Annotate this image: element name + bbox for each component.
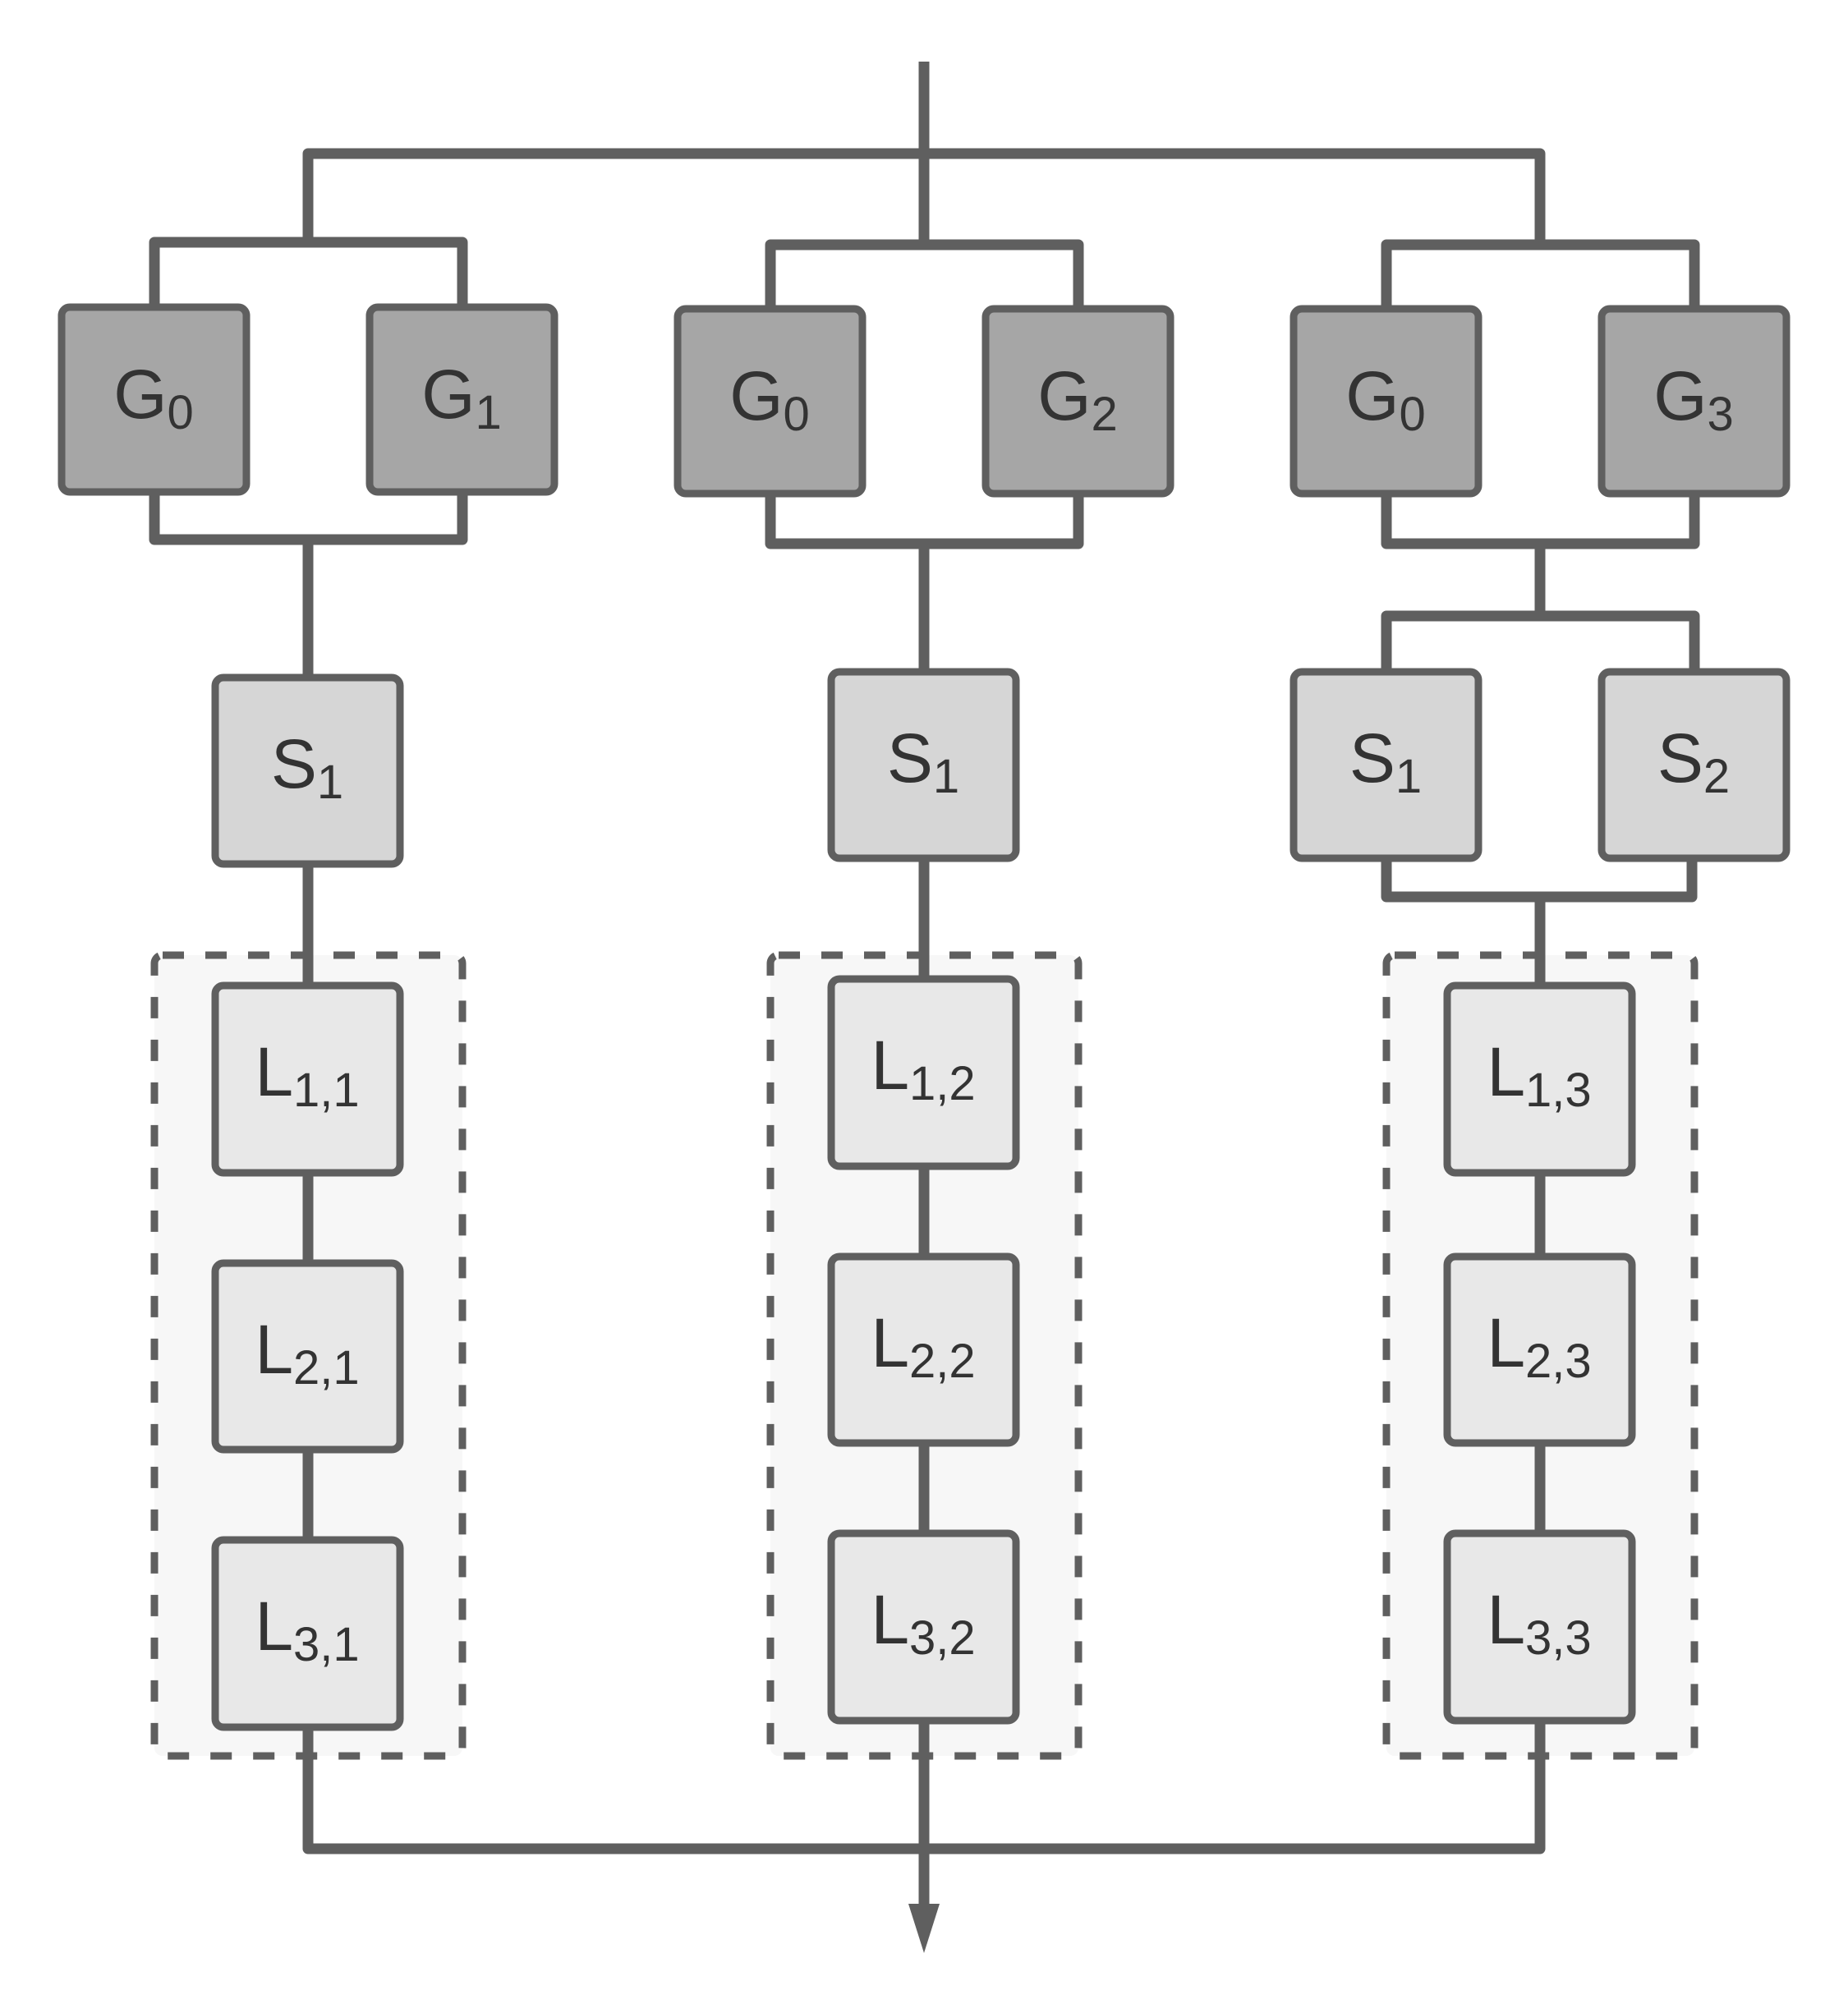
layer-box: L1,1 xyxy=(211,981,404,1177)
output-arrowhead xyxy=(908,1904,940,1953)
selector-box-bg xyxy=(827,668,1020,862)
layer-box-bg xyxy=(211,1536,404,1731)
gate-label: G0 xyxy=(1345,357,1426,441)
gate-box-bg xyxy=(1597,305,1791,498)
layer-links xyxy=(302,955,1546,1758)
layer-box-bg xyxy=(827,1529,1020,1725)
gate-box: G0 xyxy=(1289,305,1483,498)
layer-label: L1,3 xyxy=(1487,1033,1591,1117)
selector-box: S1 xyxy=(211,673,404,868)
layer-box-bg xyxy=(1443,1252,1636,1447)
gate-box-bg xyxy=(673,305,867,498)
layer-label: L2,2 xyxy=(871,1304,975,1388)
layer-box: L3,1 xyxy=(211,1536,404,1731)
selector-box-bg xyxy=(1289,668,1483,862)
gate-label: G2 xyxy=(1037,357,1118,441)
layer-label: L3,1 xyxy=(255,1588,359,1671)
gate-box: G3 xyxy=(1597,305,1791,498)
top-split-bus xyxy=(302,148,1546,242)
gate-box: G1 xyxy=(365,303,559,496)
selector-label: S1 xyxy=(1349,719,1422,803)
gate-box: G0 xyxy=(673,305,867,498)
layer-box: L1,2 xyxy=(827,975,1020,1170)
layer-label: L3,3 xyxy=(1487,1581,1591,1665)
col1-output-merge xyxy=(302,1727,924,1854)
layer-label: L2,3 xyxy=(1487,1304,1591,1388)
selector-box: S1 xyxy=(827,668,1020,862)
layer-label: L3,2 xyxy=(871,1581,975,1665)
gate-label: G0 xyxy=(729,357,810,441)
layer-box-bg xyxy=(827,975,1020,1170)
layer-box: L2,2 xyxy=(827,1252,1020,1447)
gate-label: G0 xyxy=(113,356,194,439)
selector-label: S1 xyxy=(271,725,343,809)
col3-selector-merge xyxy=(1381,858,1698,903)
layer-box-bg xyxy=(211,1259,404,1454)
selector-box: S2 xyxy=(1597,668,1791,862)
selector-box-bg xyxy=(1597,668,1791,862)
column-2: G0 G2 S1 L1,2 L2,2 L3,2 xyxy=(673,305,1175,1725)
col3-output-merge xyxy=(924,1721,1546,1854)
gate-label: G3 xyxy=(1653,357,1734,441)
layer-label: L1,1 xyxy=(255,1033,359,1117)
col3-gate-split xyxy=(1381,239,1700,306)
col2-gate-merge xyxy=(765,493,1084,549)
layer-box-bg xyxy=(1443,1529,1636,1725)
selector-box-bg xyxy=(211,673,404,868)
gate-box-bg xyxy=(365,303,559,496)
gate-box: G2 xyxy=(981,305,1175,498)
layer-box: L1,3 xyxy=(1443,981,1636,1177)
column-3: G0 G3 S1 S2 L1,3 L2,3 L3,3 xyxy=(1289,305,1791,1725)
column-1: G0 G1 S1 L1,1 L2,1 L3,1 xyxy=(57,303,559,1731)
layer-label: L2,1 xyxy=(255,1311,359,1395)
col3-selector-split xyxy=(1381,610,1700,672)
col3-gate-merge xyxy=(1381,493,1700,549)
layer-box-bg xyxy=(827,1252,1020,1447)
layer-box: L2,1 xyxy=(211,1259,404,1454)
selector-box: S1 xyxy=(1289,668,1483,862)
gate-box-bg xyxy=(1289,305,1483,498)
layer-box-bg xyxy=(1443,981,1636,1177)
layer-label: L1,2 xyxy=(871,1027,975,1110)
layer-box: L3,2 xyxy=(827,1529,1020,1725)
col1-gate-merge xyxy=(149,491,468,545)
selector-label: S2 xyxy=(1657,719,1730,803)
layer-box-bg xyxy=(211,981,404,1177)
gate-label: G1 xyxy=(421,356,502,439)
gate-box: G0 xyxy=(57,303,251,496)
col2-gate-split xyxy=(765,239,1084,306)
col1-gate-split xyxy=(149,237,468,306)
gate-box-bg xyxy=(57,303,251,496)
layer-box: L3,3 xyxy=(1443,1529,1636,1725)
layer-box: L2,3 xyxy=(1443,1252,1636,1447)
gate-box-bg xyxy=(981,305,1175,498)
selector-label: S1 xyxy=(887,719,959,803)
